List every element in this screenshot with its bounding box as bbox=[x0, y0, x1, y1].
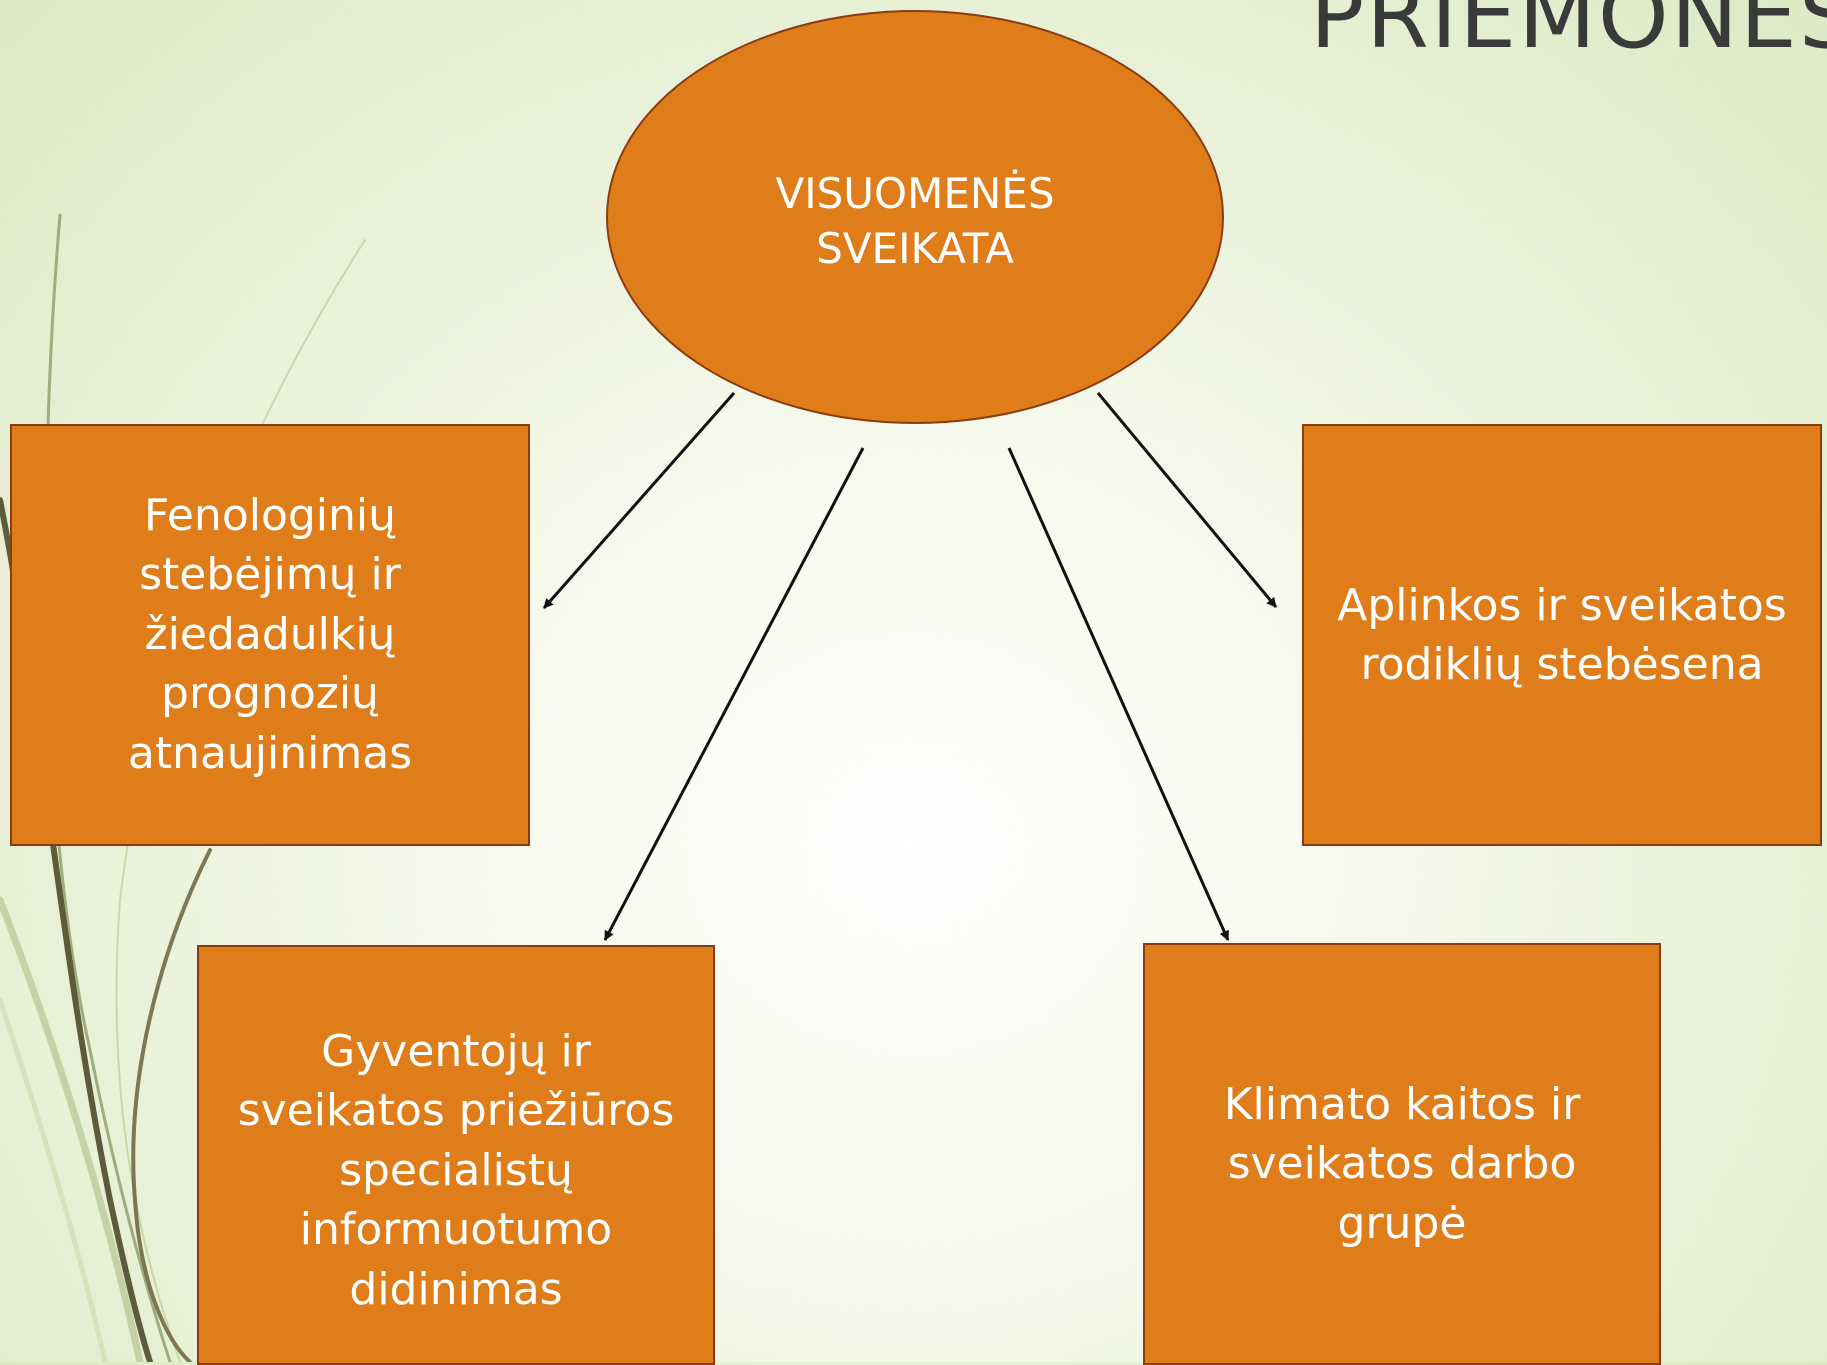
slide-title: PRIEMONĖS bbox=[1310, 0, 1827, 69]
node-public-awareness: Gyventojų ir sveikatos priežiūros specia… bbox=[197, 945, 715, 1365]
decor-stem bbox=[44, 213, 172, 1362]
hub-node-public-health: VISUOMENĖS SVEIKATA bbox=[606, 10, 1224, 424]
arrow-hub-to-pheno bbox=[542, 392, 736, 609]
node-label: Klimato kaitos ir sveikatos darbo grupė bbox=[1223, 1079, 1581, 1249]
arrow-hub-to-inform bbox=[603, 447, 865, 941]
decor-stem bbox=[115, 239, 366, 1362]
node-environment-health-monitoring: Aplinkos ir sveikatos rodiklių stebėsena bbox=[1302, 424, 1822, 846]
decor-stem bbox=[0, 896, 144, 1362]
node-phenological-monitoring: Fenologinių stebėjimų ir žiedadulkių pro… bbox=[10, 424, 530, 846]
node-climate-working-group: Klimato kaitos ir sveikatos darbo grupė bbox=[1143, 943, 1661, 1365]
arrow-hub-to-climate bbox=[1007, 447, 1230, 941]
arrow-hub-to-env bbox=[1096, 392, 1278, 608]
decor-stem bbox=[0, 997, 108, 1362]
node-label: Fenologinių stebėjimų ir žiedadulkių pro… bbox=[127, 490, 413, 779]
node-label: Aplinkos ir sveikatos rodiklių stebėsena bbox=[1337, 580, 1787, 691]
node-label: Gyventojų ir sveikatos priežiūros specia… bbox=[237, 1026, 675, 1315]
hub-node-label: VISUOMENĖS SVEIKATA bbox=[775, 169, 1055, 273]
decor-stem bbox=[131, 848, 212, 1362]
